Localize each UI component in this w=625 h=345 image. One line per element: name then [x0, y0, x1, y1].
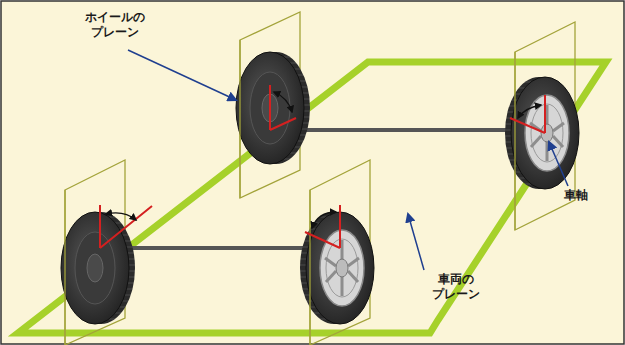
wheel	[300, 212, 374, 324]
vehicle-plane	[18, 62, 606, 333]
part-label: 車両の プレーン	[420, 272, 492, 302]
angle-line	[100, 85, 545, 248]
tire	[236, 52, 310, 164]
part-label: ホイールの プレーン	[72, 10, 158, 40]
part-label: 車軸	[556, 188, 596, 203]
wheel	[505, 77, 579, 189]
wheel-plane	[65, 12, 575, 345]
leader-line	[128, 50, 568, 270]
axle	[270, 128, 545, 132]
wheel-plane-edge	[65, 40, 515, 345]
angle-arrow	[106, 92, 541, 228]
